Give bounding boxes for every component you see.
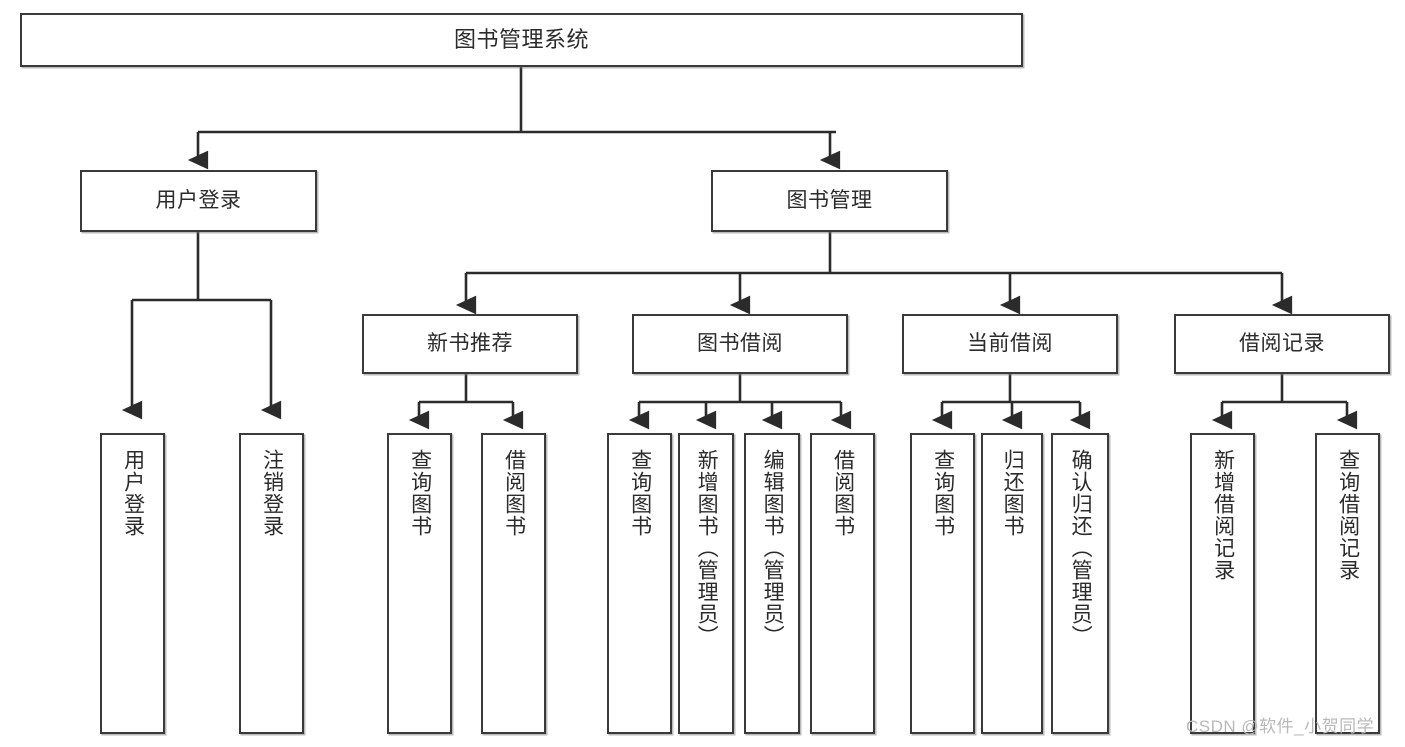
leaf-query-book-3[interactable]: 查询图书 — [910, 433, 975, 734]
node-new-book-recommend-label: 新书推荐 — [427, 332, 513, 356]
leaf-confirm-return-label: 确认归还（管理员） — [1069, 449, 1093, 647]
node-current-borrow[interactable]: 当前借阅 — [902, 314, 1118, 374]
leaf-user-login[interactable]: 用户登录 — [100, 433, 165, 734]
leaf-query-book-1-label: 查询图书 — [408, 449, 432, 537]
leaf-borrow-book-1-label: 借阅图书 — [502, 449, 526, 537]
leaf-user-login-label: 用户登录 — [121, 449, 145, 537]
node-new-book-recommend[interactable]: 新书推荐 — [362, 314, 578, 374]
node-user-login[interactable]: 用户登录 — [80, 170, 317, 232]
leaf-edit-book[interactable]: 编辑图书（管理员） — [744, 433, 800, 734]
node-book-manage[interactable]: 图书管理 — [711, 170, 948, 232]
node-borrow-record-label: 借阅记录 — [1239, 332, 1325, 356]
node-root-label: 图书管理系统 — [453, 26, 589, 52]
leaf-edit-book-label: 编辑图书（管理员） — [761, 449, 785, 647]
leaf-confirm-return[interactable]: 确认归还（管理员） — [1051, 433, 1109, 734]
node-current-borrow-label: 当前借阅 — [967, 332, 1053, 356]
leaf-logout[interactable]: 注销登录 — [239, 433, 304, 734]
leaf-add-book[interactable]: 新增图书（管理员） — [678, 433, 734, 734]
leaf-borrow-book-1[interactable]: 借阅图书 — [481, 433, 546, 734]
leaf-borrow-book-2-label: 借阅图书 — [831, 449, 855, 537]
leaf-logout-label: 注销登录 — [260, 449, 284, 537]
leaf-add-book-label: 新增图书（管理员） — [695, 449, 719, 647]
leaf-return-book[interactable]: 归还图书 — [981, 433, 1043, 734]
node-root-system[interactable]: 图书管理系统 — [20, 13, 1023, 67]
leaf-borrow-book-2[interactable]: 借阅图书 — [810, 433, 875, 734]
leaf-add-record-label: 新增借阅记录 — [1211, 449, 1235, 581]
node-book-borrow-label: 图书借阅 — [697, 332, 783, 356]
leaf-query-book-2[interactable]: 查询图书 — [607, 433, 672, 734]
leaf-query-book-3-label: 查询图书 — [931, 449, 955, 537]
leaf-query-book-2-label: 查询图书 — [628, 449, 652, 537]
leaf-query-record[interactable]: 查询借阅记录 — [1315, 433, 1380, 734]
leaf-add-record[interactable]: 新增借阅记录 — [1190, 433, 1255, 734]
node-user-login-label: 用户登录 — [155, 189, 242, 213]
leaf-query-record-label: 查询借阅记录 — [1336, 449, 1360, 581]
node-book-borrow[interactable]: 图书借阅 — [632, 314, 848, 374]
leaf-query-book-1[interactable]: 查询图书 — [387, 433, 452, 734]
node-borrow-record[interactable]: 借阅记录 — [1174, 314, 1390, 374]
node-book-manage-label: 图书管理 — [786, 189, 873, 213]
leaf-return-book-label: 归还图书 — [1001, 449, 1025, 537]
